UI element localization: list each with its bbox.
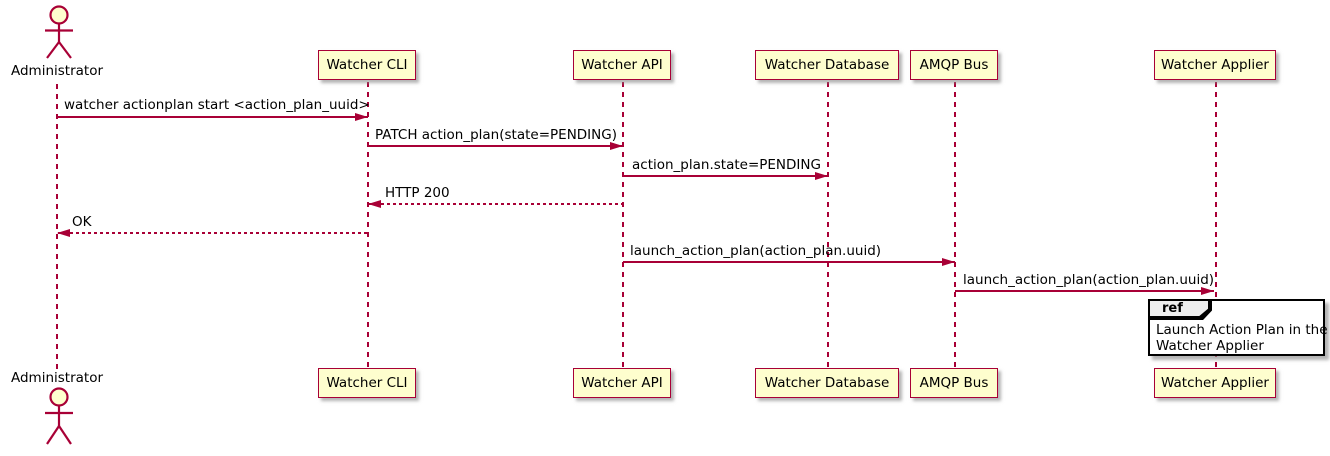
message-6-label: launch_action_plan(action_plan.uuid) — [630, 243, 882, 259]
arrowhead-left-icon — [368, 199, 381, 208]
ref-fragment: ref Launch Action Plan in the Watcher Ap… — [1148, 299, 1328, 356]
arrowhead-right-icon — [355, 112, 368, 121]
actor-head — [49, 5, 69, 25]
message-2-line — [368, 145, 623, 147]
lifeline-watcher-applier — [1215, 82, 1217, 368]
message-4-line — [369, 203, 623, 205]
actor-leg-right — [58, 425, 72, 445]
actor-administrator-icon-top — [45, 5, 73, 59]
participant-amqp-bus-top: AMQP Bus — [910, 50, 998, 80]
ref-text-line-1: Launch Action Plan in the — [1156, 322, 1328, 338]
message-3-line — [623, 175, 828, 177]
arrowhead-left-icon — [57, 228, 70, 237]
message-1-line — [57, 116, 368, 118]
message-7-label: launch_action_plan(action_plan.uuid) — [963, 272, 1215, 288]
participant-watcher-database-top: Watcher Database — [755, 50, 899, 80]
actor-leg-left — [46, 41, 60, 59]
message-4-label: HTTP 200 — [385, 185, 450, 201]
ref-header-shape — [1148, 299, 1212, 320]
actor-head — [49, 387, 69, 407]
message-1-label: watcher actionplan start <action_plan_uu… — [64, 97, 370, 113]
message-3-label: action_plan.state=PENDING — [632, 157, 821, 173]
participant-watcher-api-top: Watcher API — [573, 50, 671, 80]
participant-watcher-database-bottom: Watcher Database — [755, 368, 899, 398]
ref-text: Launch Action Plan in the Watcher Applie… — [1156, 322, 1328, 354]
lifeline-amqp-bus — [954, 82, 956, 368]
participant-watcher-cli-bottom: Watcher CLI — [318, 368, 416, 398]
participant-watcher-api-bottom: Watcher API — [573, 368, 671, 398]
arrowhead-right-icon — [815, 171, 828, 180]
arrowhead-right-icon — [1201, 286, 1214, 295]
actor-administrator-icon-bottom — [45, 387, 73, 445]
actor-leg-right — [58, 41, 72, 59]
lifeline-watcher-database — [827, 82, 829, 368]
actor-administrator-label-top: Administrator — [10, 63, 104, 79]
message-6-line — [623, 261, 955, 263]
lifeline-administrator — [56, 84, 58, 370]
lifeline-watcher-api — [622, 82, 624, 368]
arrowhead-right-icon — [610, 141, 623, 150]
actor-administrator-label-bottom: Administrator — [10, 370, 104, 386]
message-5-label: OK — [72, 214, 92, 230]
participant-amqp-bus-bottom: AMQP Bus — [910, 368, 998, 398]
message-7-line — [955, 290, 1214, 292]
participant-watcher-applier-top: Watcher Applier — [1154, 50, 1276, 80]
message-2-label: PATCH action_plan(state=PENDING) — [375, 127, 617, 143]
arrowhead-right-icon — [942, 257, 955, 266]
actor-leg-left — [46, 425, 60, 445]
ref-keyword: ref — [1162, 301, 1183, 316]
ref-text-line-2: Watcher Applier — [1156, 338, 1264, 354]
lifeline-watcher-cli — [367, 82, 369, 368]
message-5-line — [58, 232, 368, 234]
participant-watcher-applier-bottom: Watcher Applier — [1154, 368, 1276, 398]
participant-watcher-cli-top: Watcher CLI — [318, 50, 416, 80]
